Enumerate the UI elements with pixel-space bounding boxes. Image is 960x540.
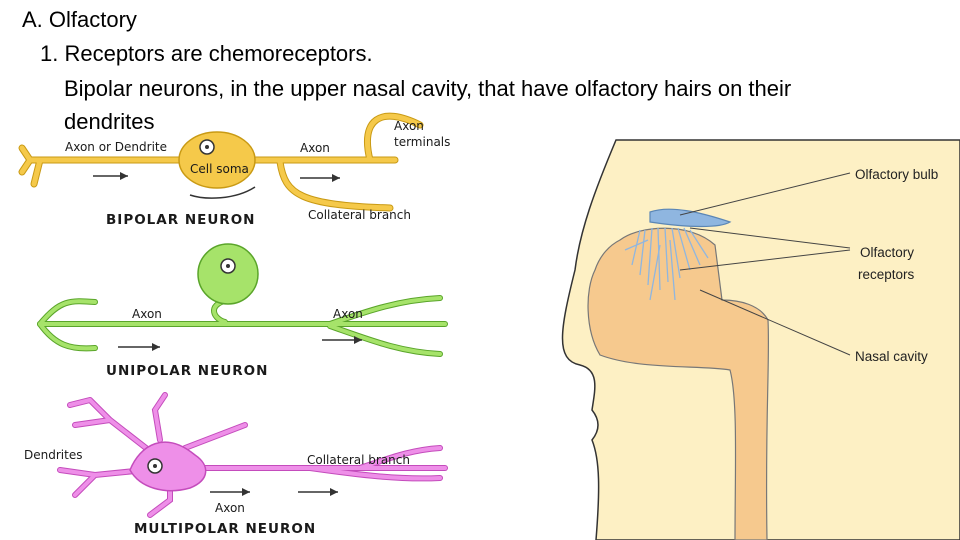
label-axon: Axon [300, 141, 330, 155]
bipolar-neuron: Axon or Dendrite Cell soma Axon Axon ter… [18, 112, 450, 228]
label-collateral-branch: Collateral branch [308, 208, 411, 222]
caption-unipolar-neuron: UNIPOLAR NEURON [106, 363, 268, 379]
label-axon-terminals-1: Axon [394, 119, 424, 133]
label-axon-left: Axon [132, 307, 162, 321]
label-olfactory-receptors-2: receptors [858, 267, 915, 282]
bullet-receptors: 1. Receptors are chemoreceptors. [40, 41, 373, 66]
caption-bipolar-neuron: BIPOLAR NEURON [106, 212, 255, 228]
bullet-bipolar-line2: dendrites [64, 109, 155, 134]
label-nasal-cavity: Nasal cavity [855, 349, 928, 364]
label-collateral-branch-multipolar: Collateral branch [307, 453, 410, 467]
label-axon-right: Axon [333, 307, 363, 321]
label-olfactory-bulb: Olfactory bulb [855, 167, 938, 182]
slide-heading: A. Olfactory [22, 7, 137, 32]
label-axon-multipolar: Axon [215, 501, 245, 515]
caption-multipolar-neuron: MULTIPOLAR NEURON [134, 521, 316, 537]
label-axon-or-dendrite: Axon or Dendrite [65, 140, 167, 154]
neuron-types-diagram: Axon or Dendrite Cell soma Axon Axon ter… [18, 112, 450, 537]
olfactory-bulb [649, 208, 732, 228]
label-cell-soma: Cell soma [190, 162, 249, 176]
nasal-cavity [587, 227, 770, 540]
olfactory-receptors [624, 227, 709, 301]
unipolar-neuron: Axon Axon UNIPOLAR NEURON [37, 243, 448, 379]
bullet-bipolar-line1: Bipolar neurons, in the upper nasal cavi… [64, 76, 792, 101]
olfactory-anatomy-diagram: Olfactory bulb Olfactory receptors Nasal… [561, 139, 960, 540]
label-dendrites: Dendrites [24, 448, 82, 462]
label-olfactory-receptors-1: Olfactory [860, 245, 914, 260]
multipolar-neuron: Dendrites Collateral branch Axon MULTIPO… [24, 392, 448, 537]
label-axon-terminals-2: terminals [394, 135, 450, 149]
